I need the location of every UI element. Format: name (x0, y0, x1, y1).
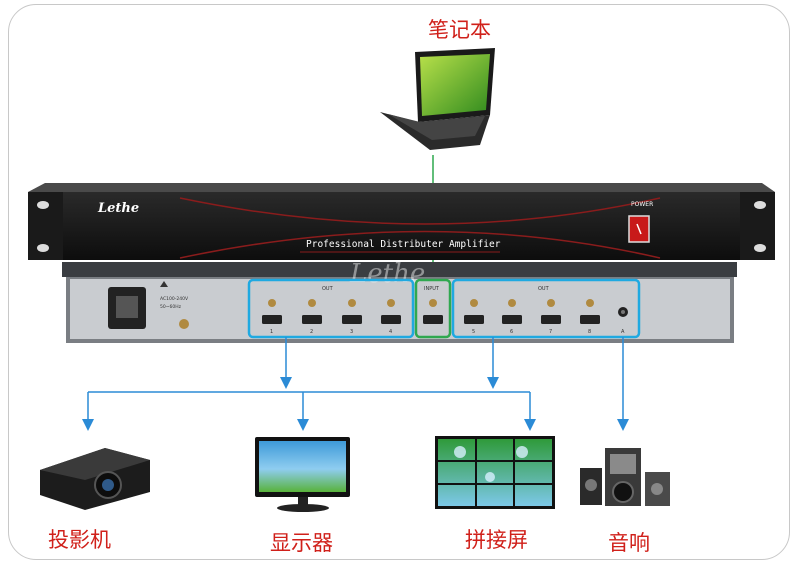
port-number-8: 8 (588, 329, 591, 335)
hdmi-ports-left (262, 299, 401, 324)
audio-port-number: A (621, 329, 625, 335)
power-rating-text: AC100-240V (160, 296, 189, 302)
frequency-text: 50~60Hz (160, 304, 182, 310)
laptop-icon (380, 48, 495, 150)
input-label: INPUT (424, 286, 440, 292)
speakers-icon (580, 448, 670, 506)
distributor-front-panel (28, 183, 775, 260)
laptop-label: 笔记本 (428, 18, 491, 42)
port-number-6: 6 (510, 329, 513, 335)
input-group (414, 278, 452, 339)
monitor-label: 显示器 (270, 531, 333, 555)
port-number-3: 3 (350, 329, 353, 335)
projector-icon (40, 448, 150, 510)
monitor-icon (255, 437, 350, 512)
distributor-rear-panel (62, 262, 737, 343)
videowall-icon (435, 436, 555, 509)
output-group-right (451, 278, 641, 339)
port-number-4: 4 (389, 329, 392, 335)
projector-label: 投影机 (48, 528, 111, 552)
videowall-label: 拼接屏 (465, 528, 528, 552)
port-number-7: 7 (549, 329, 552, 335)
diagram-frame (8, 4, 790, 560)
power-label: POWER (631, 201, 653, 208)
port-number-2: 2 (310, 329, 313, 335)
output-group-left (247, 278, 415, 339)
out-label-right: OUT (538, 286, 550, 292)
brand-logo: Lethe (97, 201, 139, 216)
out-label-left: OUT (322, 286, 334, 292)
model-text: Professional Distributer Amplifier (306, 239, 501, 250)
hdmi-input-port (423, 315, 443, 324)
connection-arrows (82, 337, 629, 431)
port-number-1: 1 (270, 329, 273, 335)
port-number-5: 5 (472, 329, 475, 335)
hdmi-ports-right (464, 299, 628, 324)
speakers-label: 音响 (608, 531, 650, 555)
